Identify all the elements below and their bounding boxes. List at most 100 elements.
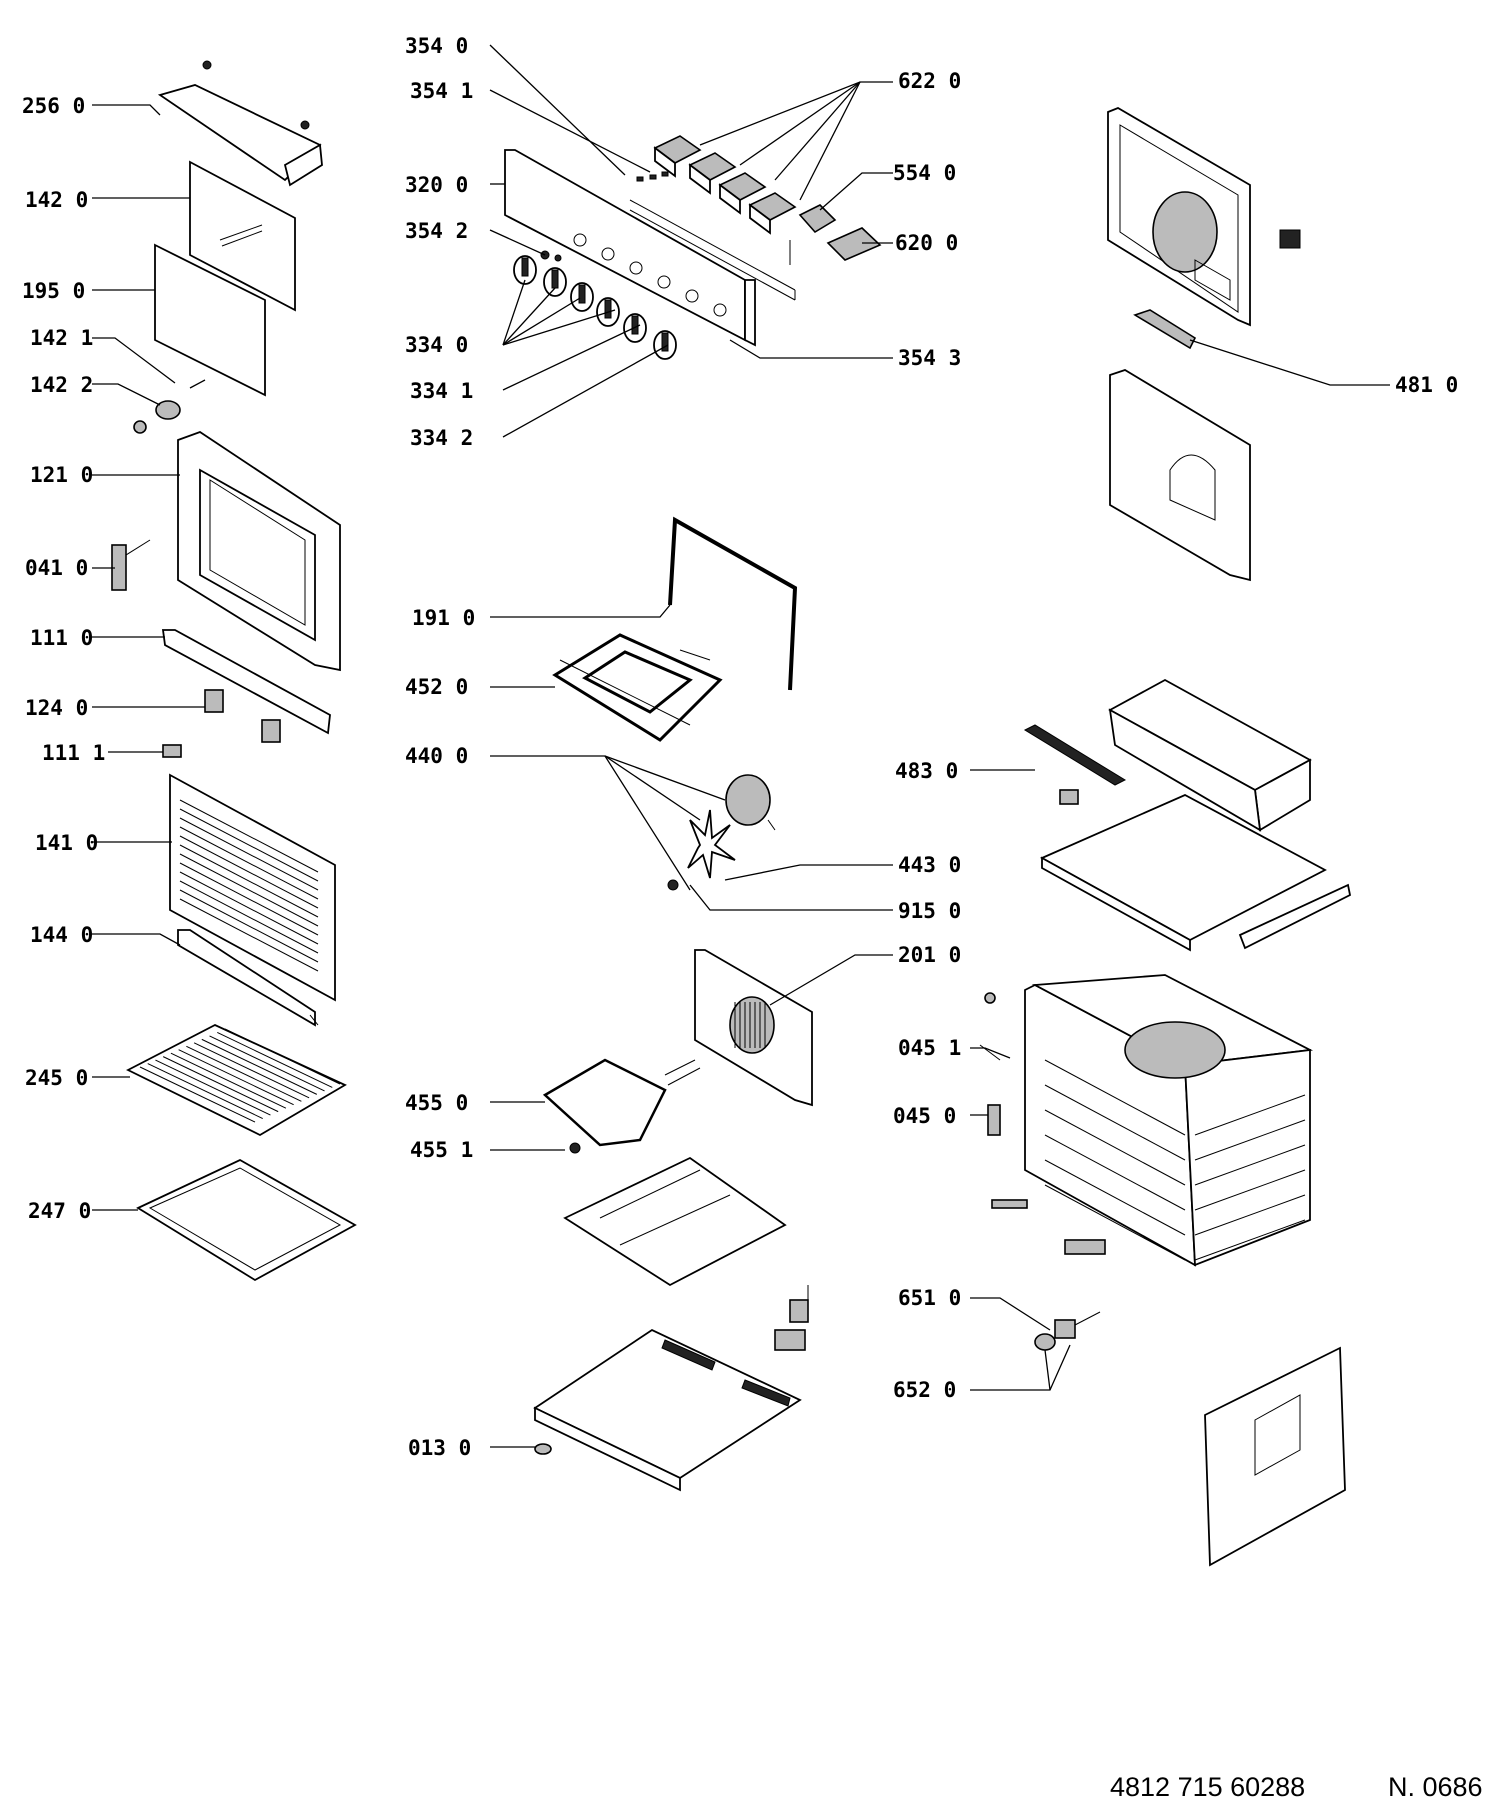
leader-line: [689, 884, 893, 911]
part-door-seal: [668, 516, 798, 691]
part-label: 354 1: [410, 79, 473, 103]
part-label: 440 0: [405, 744, 468, 768]
part-label: 481 0: [1395, 373, 1458, 397]
part-bottom-element: [542, 1058, 701, 1154]
part-side-panel: [1204, 1346, 1346, 1567]
part-label: 144 0: [30, 923, 93, 947]
leader-line: [489, 44, 626, 176]
part-hinge: [111, 539, 151, 591]
part-label: 354 2: [405, 219, 468, 243]
part-top-trim: [157, 60, 323, 187]
part-label: 455 0: [405, 1091, 468, 1115]
part-fan-cover: [694, 949, 813, 1107]
part-label: 354 0: [405, 34, 468, 58]
leader-line: [774, 81, 861, 181]
part-outer-door: [169, 773, 336, 1002]
part-label: 443 0: [898, 853, 961, 877]
part-label: 320 0: [405, 173, 468, 197]
leader-line: [970, 1047, 1011, 1059]
part-label: 124 0: [25, 696, 88, 720]
part-label: 620 0: [895, 231, 958, 255]
part-glass-panel: [189, 160, 296, 312]
leader-line: [502, 297, 581, 346]
leader-line: [502, 309, 616, 346]
leader-line: [799, 81, 861, 201]
part-handle-brackets: [204, 689, 281, 743]
part-label: 334 0: [405, 333, 468, 357]
part-door-frame: [177, 430, 341, 672]
leader-line: [489, 229, 546, 256]
part-indicator-lights: [540, 171, 669, 262]
leader-line: [604, 755, 701, 821]
leader-line: [724, 864, 893, 881]
part-label: 483 0: [895, 759, 958, 783]
leader-line: [769, 954, 893, 1006]
part-label: 201 0: [898, 943, 961, 967]
part-label: 111 0: [30, 626, 93, 650]
part-label: 554 0: [893, 161, 956, 185]
leader-lines: [92, 44, 1390, 1448]
part-label: 111 1: [42, 741, 105, 765]
document-number: 4812 715 60288: [1110, 1772, 1306, 1802]
part-label: 452 0: [405, 675, 468, 699]
part-label: 045 1: [898, 1036, 961, 1060]
part-label: 455 1: [410, 1138, 473, 1162]
leader-line: [92, 933, 181, 946]
leader-line: [502, 279, 526, 346]
leader-line: [489, 89, 651, 173]
part-label: 045 0: [893, 1104, 956, 1128]
part-runner-clips: [979, 992, 1106, 1255]
part-label: 256 0: [22, 94, 85, 118]
leader-line: [970, 1344, 1071, 1391]
part-label: 334 1: [410, 379, 473, 403]
part-nut: [667, 879, 679, 891]
leader-line: [1044, 1349, 1051, 1391]
leader-line: [1189, 339, 1390, 386]
part-label: 245 0: [25, 1066, 88, 1090]
part-door-handle: [161, 629, 331, 735]
part-label: 334 2: [410, 426, 473, 450]
leader-line: [739, 81, 861, 166]
diagram-code: N. 0686: [1388, 1772, 1483, 1802]
part-label: 195 0: [22, 279, 85, 303]
part-label: 121 0: [30, 463, 93, 487]
part-label: 622 0: [898, 69, 961, 93]
leader-line: [819, 172, 893, 211]
part-top-cover: [1108, 678, 1312, 832]
leader-line: [970, 1297, 1051, 1331]
part-fan-blade: [687, 809, 736, 879]
part-terminal-block: [826, 227, 882, 261]
part-hinge-parts: [133, 379, 206, 434]
part-terminal-strip: [1133, 309, 1197, 350]
part-selector-switches: [653, 135, 797, 235]
part-vent-grille: [1023, 724, 1127, 805]
part-control-panel: [504, 149, 796, 347]
part-label: 013 0: [408, 1436, 471, 1460]
part-label: 141 0: [35, 831, 98, 855]
part-back-panel: [1107, 107, 1301, 327]
part-oven-lamp: [1034, 1311, 1101, 1351]
part-fan-motor: [725, 774, 776, 831]
part-inner-glass: [154, 243, 266, 397]
part-label: 652 0: [893, 1378, 956, 1402]
part-label: 041 0: [25, 556, 88, 580]
part-label: 247 0: [28, 1199, 91, 1223]
leader-line: [92, 337, 176, 384]
part-control-knobs: [513, 255, 677, 360]
part-bottom-plate: [563, 1156, 787, 1287]
part-label: 191 0: [412, 606, 475, 630]
part-label: 142 2: [30, 373, 93, 397]
leader-line: [502, 287, 556, 346]
part-baking-tray: [136, 1158, 357, 1282]
part-thermostat: [789, 204, 837, 265]
part-label: 142 1: [30, 326, 93, 350]
leader-line: [92, 104, 161, 116]
part-rear-bracket: [1109, 369, 1251, 582]
part-wire-rack: [126, 1023, 347, 1137]
part-label: 354 3: [898, 346, 961, 370]
leader-line: [502, 324, 641, 391]
leader-line: [490, 604, 671, 618]
part-small-switches: [774, 1285, 809, 1351]
